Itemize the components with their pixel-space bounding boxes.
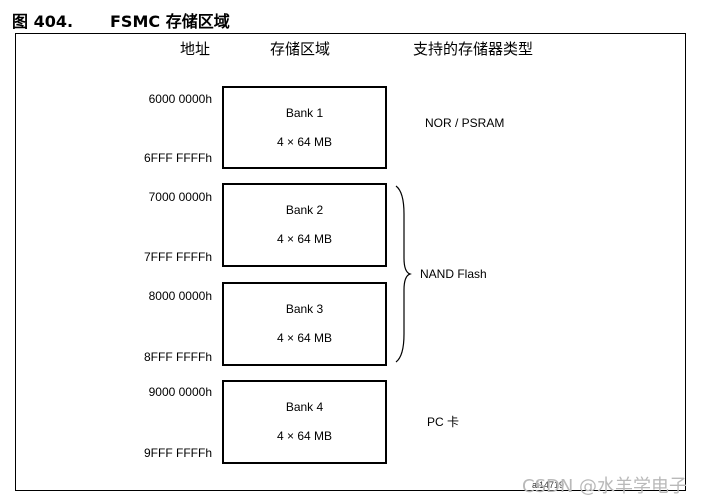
header-memory-types: 支持的存储器类型 (413, 40, 534, 58)
bank4-start-address: 9000 0000h (148, 385, 212, 399)
brace-icon (395, 185, 412, 363)
bank3-end-address: 8FFF FFFFh (144, 350, 212, 364)
bank3-start-address: 8000 0000h (148, 289, 212, 303)
diagram-frame (15, 33, 686, 491)
bank-2-size: 4 × 64 MB (276, 232, 333, 246)
figure-caption: FSMC 存储区域 (110, 12, 230, 31)
bank2-end-address: 7FFF FFFFh (144, 250, 212, 264)
memory-type-nand-flash: NAND Flash (420, 267, 487, 281)
bank4-end-address: 9FFF FFFFh (144, 446, 212, 460)
memory-type-nor-psram: NOR / PSRAM (425, 116, 505, 130)
header-address: 地址 (180, 40, 211, 58)
bank1-start-address: 6000 0000h (148, 92, 212, 106)
bank-2-name: Bank 2 (285, 203, 324, 217)
bank-4-size: 4 × 64 MB (276, 429, 333, 443)
figure-id: ai14719 (532, 480, 565, 490)
bank-4-box: Bank 4 4 × 64 MB (222, 380, 387, 464)
bank-3-size: 4 × 64 MB (276, 331, 333, 345)
bank-3-box: Bank 3 4 × 64 MB (222, 282, 387, 366)
header-region: 存储区域 (270, 40, 331, 58)
figure-title: 图 404. FSMC 存储区域 (12, 8, 230, 32)
bank-1-name: Bank 1 (285, 106, 324, 120)
memory-type-pc-card: PC 卡 (427, 415, 460, 429)
bank-3-name: Bank 3 (285, 302, 324, 316)
bank2-start-address: 7000 0000h (148, 190, 212, 204)
bank-4-name: Bank 4 (285, 400, 324, 414)
bank-2-box: Bank 2 4 × 64 MB (222, 183, 387, 267)
figure-number: 图 404. (12, 12, 74, 31)
watermark: CSDN @水羊学电子 (522, 476, 688, 497)
bank-1-box: Bank 1 4 × 64 MB (222, 86, 387, 169)
bank1-end-address: 6FFF FFFFh (144, 151, 212, 165)
bank-1-size: 4 × 64 MB (276, 135, 333, 149)
